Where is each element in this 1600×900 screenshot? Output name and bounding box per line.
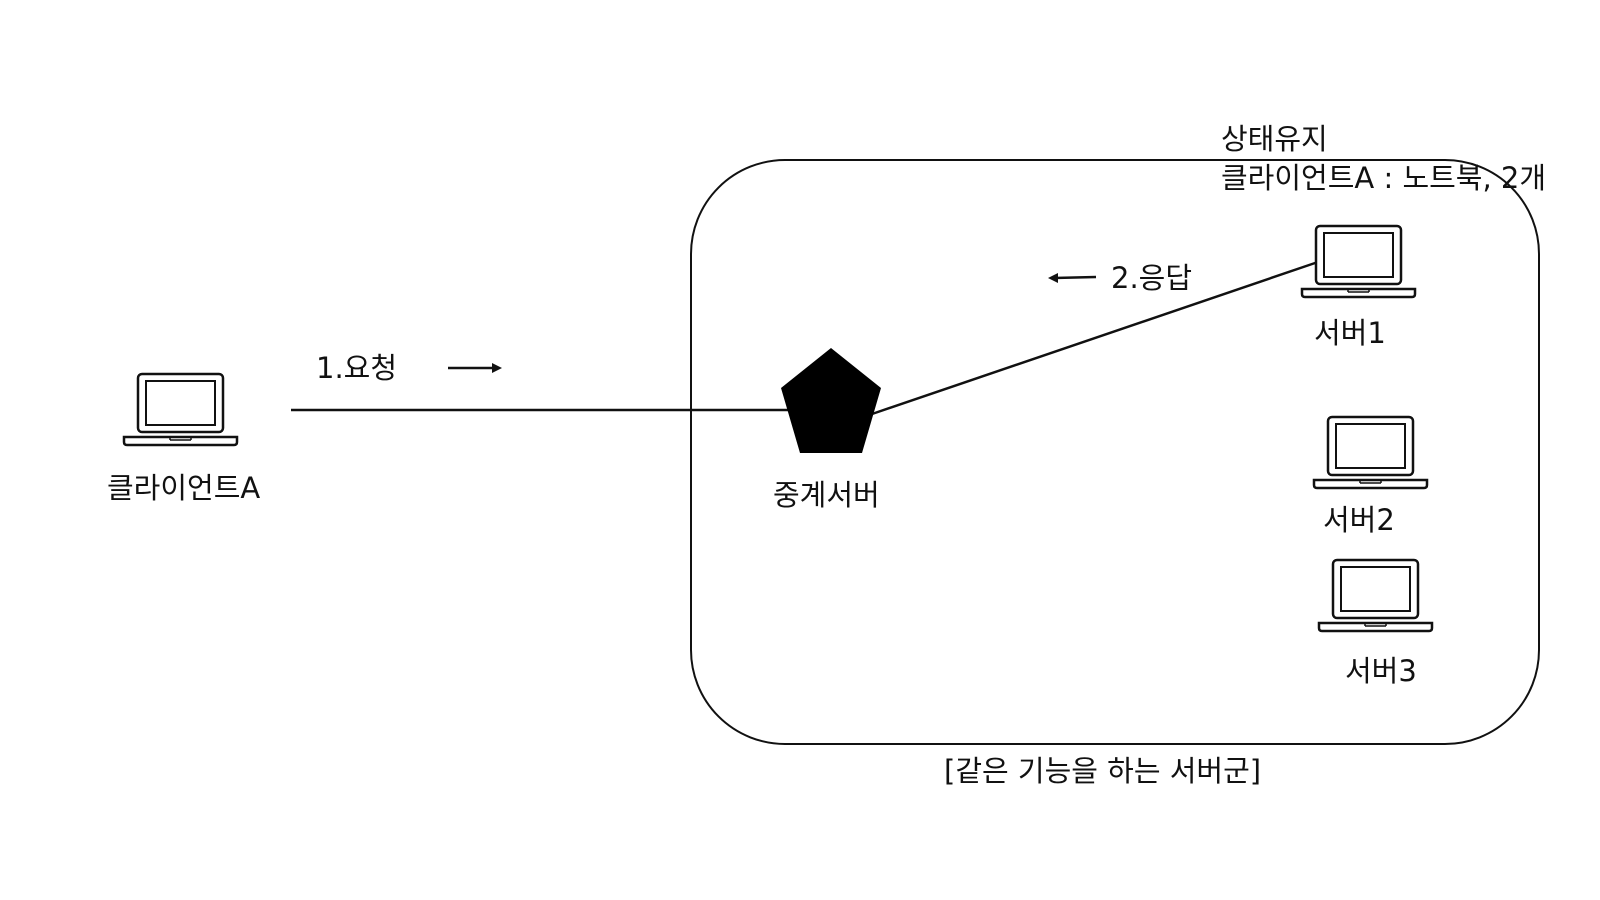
- request-arrow-icon: [448, 363, 502, 373]
- client-laptop-icon: [122, 372, 239, 447]
- relay-server-label: 중계서버: [773, 478, 880, 512]
- server2-laptop-icon: [1312, 415, 1429, 490]
- client-label: 클라이언트A: [107, 471, 261, 505]
- server2-label: 서버2: [1323, 503, 1395, 537]
- state-detail: 클라이언트A : 노트북, 2개: [1221, 161, 1547, 195]
- response-connector: [871, 260, 1319, 416]
- response-arrow-icon: [1048, 273, 1097, 283]
- request-label: 1.요청: [316, 351, 398, 385]
- state-title: 상태유지: [1221, 122, 1328, 156]
- server1-laptop-icon: [1300, 224, 1417, 299]
- server3-label: 서버3: [1345, 654, 1417, 688]
- server3-laptop-icon: [1317, 558, 1434, 633]
- server1-label: 서버1: [1314, 316, 1386, 350]
- server-group-caption: [같은 기능을 하는 서버군]: [944, 754, 1262, 788]
- relay-server-pentagon-icon: [781, 348, 881, 453]
- server-group-container: [690, 159, 1540, 745]
- response-label: 2.응답: [1111, 261, 1193, 295]
